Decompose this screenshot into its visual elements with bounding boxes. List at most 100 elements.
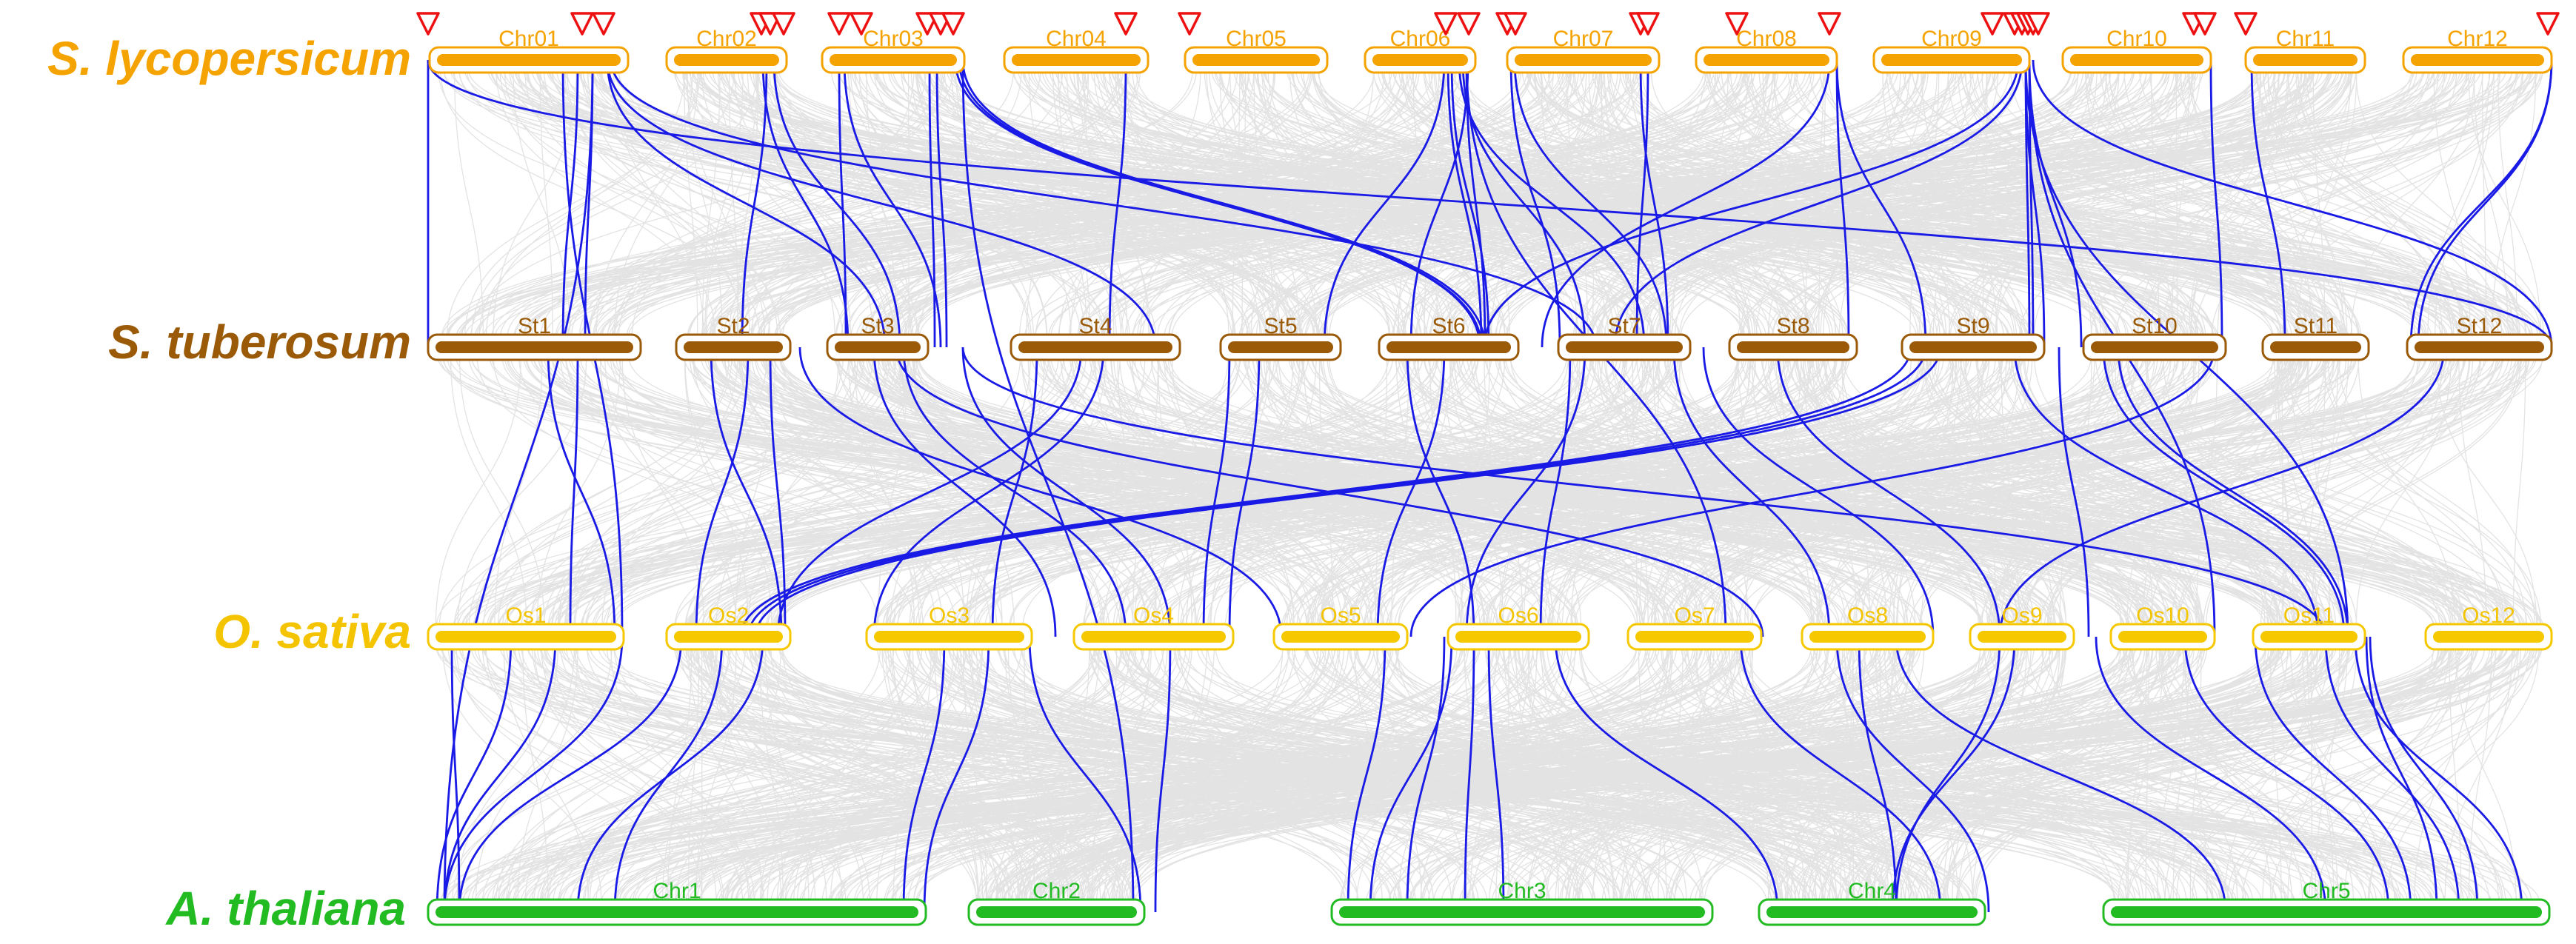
chromosome-label: St7 — [1607, 314, 1641, 338]
chromosome-st-12[interactable]: St12 — [2406, 314, 2553, 361]
chromosome-sl-3[interactable]: Chr03 — [821, 27, 966, 74]
chromosome-st-8[interactable]: St8 — [1728, 314, 1858, 361]
chromosome-os-8[interactable]: Os8 — [1801, 603, 1935, 651]
chromosome-os-10[interactable]: Os10 — [2109, 603, 2216, 651]
chromosome-os-2[interactable]: Os2 — [665, 603, 792, 651]
chromosome-at-5[interactable]: Chr5 — [2102, 879, 2551, 926]
chromosome-at-1[interactable]: Chr1 — [427, 879, 927, 926]
highlighted-synteny-link — [1202, 347, 1231, 637]
highlighted-synteny-link — [2058, 347, 2090, 637]
chromosome-sl-12[interactable]: Chr12 — [2402, 27, 2553, 74]
chromosome-st-6[interactable]: St6 — [1378, 314, 1520, 361]
chromosome-st-2[interactable]: St2 — [675, 314, 792, 361]
chromosome-bar — [1566, 341, 1683, 353]
chromosome-os-6[interactable]: Os6 — [1447, 603, 1590, 651]
chromosome-sl-5[interactable]: Chr05 — [1184, 27, 1329, 74]
chromosome-bar — [674, 631, 783, 643]
highlighted-synteny-link — [458, 636, 683, 913]
chromosome-label: Os8 — [1847, 603, 1888, 628]
highlighted-synteny-link — [2354, 636, 2523, 913]
chromosome-bar — [436, 631, 616, 643]
chromosome-os-3[interactable]: Os3 — [865, 603, 1033, 651]
chromosome-at-4[interactable]: Chr4 — [1758, 879, 1986, 926]
highlighted-synteny-link — [1739, 636, 1942, 913]
chromosome-at-2[interactable]: Chr2 — [967, 879, 1146, 926]
chromosome-st-7[interactable]: St7 — [1557, 314, 1692, 361]
chromosome-st-11[interactable]: St11 — [2261, 314, 2370, 361]
highlighted-synteny-link — [902, 636, 946, 913]
chromosome-label: St6 — [1432, 314, 1465, 338]
chromosome-bar — [2415, 341, 2544, 353]
chromosome-st-1[interactable]: St1 — [427, 314, 642, 361]
chromosome-label: Os6 — [1498, 603, 1538, 628]
highlighted-synteny-link — [747, 347, 1927, 637]
chromosome-at-3[interactable]: Chr3 — [1330, 879, 1714, 926]
highlighted-synteny-link — [843, 59, 942, 348]
chromosome-bar — [436, 341, 633, 353]
highlighted-synteny-link — [1450, 59, 1490, 348]
chromosome-sl-8[interactable]: Chr08 — [1695, 27, 1838, 74]
highlighted-synteny-link — [1465, 347, 1586, 637]
chromosome-bar — [1228, 341, 1333, 353]
highlighted-synteny-link — [1858, 636, 1898, 913]
chromosome-os-11[interactable]: Os11 — [2252, 603, 2366, 651]
chromosome-label: St9 — [1956, 314, 1989, 338]
chromosome-label: Chr05 — [1226, 27, 1287, 51]
chromosome-os-5[interactable]: Os5 — [1272, 603, 1409, 651]
chromosome-sl-2[interactable]: Chr02 — [665, 27, 788, 74]
chromosome-bar — [674, 54, 779, 66]
inverted-triangle-icon — [1818, 12, 1841, 36]
chromosome-label: Os10 — [2136, 603, 2189, 628]
highlighted-synteny-link — [2417, 59, 2553, 348]
chromosome-sl-9[interactable]: Chr09 — [1872, 27, 2031, 74]
chromosome-sl-4[interactable]: Chr04 — [1003, 27, 1149, 74]
chromosome-label: Chr02 — [696, 27, 757, 51]
chromosome-sl-10[interactable]: Chr10 — [2061, 27, 2212, 74]
chromosome-st-9[interactable]: St9 — [1901, 314, 2046, 361]
chromosome-bar — [1635, 631, 1754, 643]
chromosome-sl-11[interactable]: Chr11 — [2244, 27, 2366, 74]
highlighted-synteny-link — [436, 636, 513, 913]
chromosome-os-9[interactable]: Os9 — [1969, 603, 2075, 651]
chromosome-os-4[interactable]: Os4 — [1072, 603, 1235, 651]
highlighted-synteny-link — [1895, 636, 2001, 913]
highlighted-synteny-link — [2183, 636, 2390, 913]
chromosome-bar — [1978, 631, 2066, 643]
highlighted-synteny-link — [872, 347, 1057, 637]
species-label-at: A. thaliana — [164, 882, 406, 935]
chromosome-label: Os5 — [1320, 603, 1361, 628]
chromosome-st-10[interactable]: St10 — [2082, 314, 2227, 361]
chromosome-sl-6[interactable]: Chr06 — [1364, 27, 1477, 74]
highlighted-synteny-link — [610, 59, 1598, 348]
inverted-triangle-icon — [416, 12, 440, 36]
chromosome-label: Os11 — [2283, 603, 2335, 628]
chromosome-st-4[interactable]: St4 — [1010, 314, 1181, 361]
chromosome-sl-1[interactable]: Chr01 — [428, 27, 630, 74]
chromosome-os-7[interactable]: Os7 — [1626, 603, 1763, 651]
highlighted-synteny-link — [798, 347, 1283, 637]
chromosome-label: Os1 — [505, 603, 546, 628]
highlighted-synteny-link — [958, 59, 1481, 348]
chromosome-os-1[interactable]: Os1 — [427, 603, 625, 651]
chromosome-bar — [1339, 906, 1705, 918]
chromosome-st-3[interactable]: St3 — [826, 314, 930, 361]
chromosome-bar — [1018, 341, 1172, 353]
chromosome-label: St4 — [1078, 314, 1112, 338]
chromosome-label: St1 — [518, 314, 551, 338]
chromosome-bar — [1704, 54, 1829, 66]
chromosome-os-12[interactable]: Os12 — [2424, 603, 2553, 651]
chromosome-st-5[interactable]: St5 — [1219, 314, 1342, 361]
highlighted-synteny-link — [1835, 636, 1990, 913]
highlighted-synteny-link — [2095, 636, 2327, 913]
highlighted-synteny-link — [1835, 59, 1850, 348]
highlighted-synteny-link — [2250, 59, 2286, 348]
highlighted-synteny-link — [606, 59, 887, 348]
chromosome-bar — [830, 54, 957, 66]
chromosome-sl-7[interactable]: Chr07 — [1506, 27, 1661, 74]
chromosome-label: Chr08 — [1736, 27, 1797, 51]
chromosome-label: Os4 — [1133, 603, 1174, 628]
chromosome-bar — [2070, 54, 2203, 66]
inverted-triangle-icon — [2536, 12, 2560, 36]
highlighted-synteny-link — [1998, 347, 2446, 637]
